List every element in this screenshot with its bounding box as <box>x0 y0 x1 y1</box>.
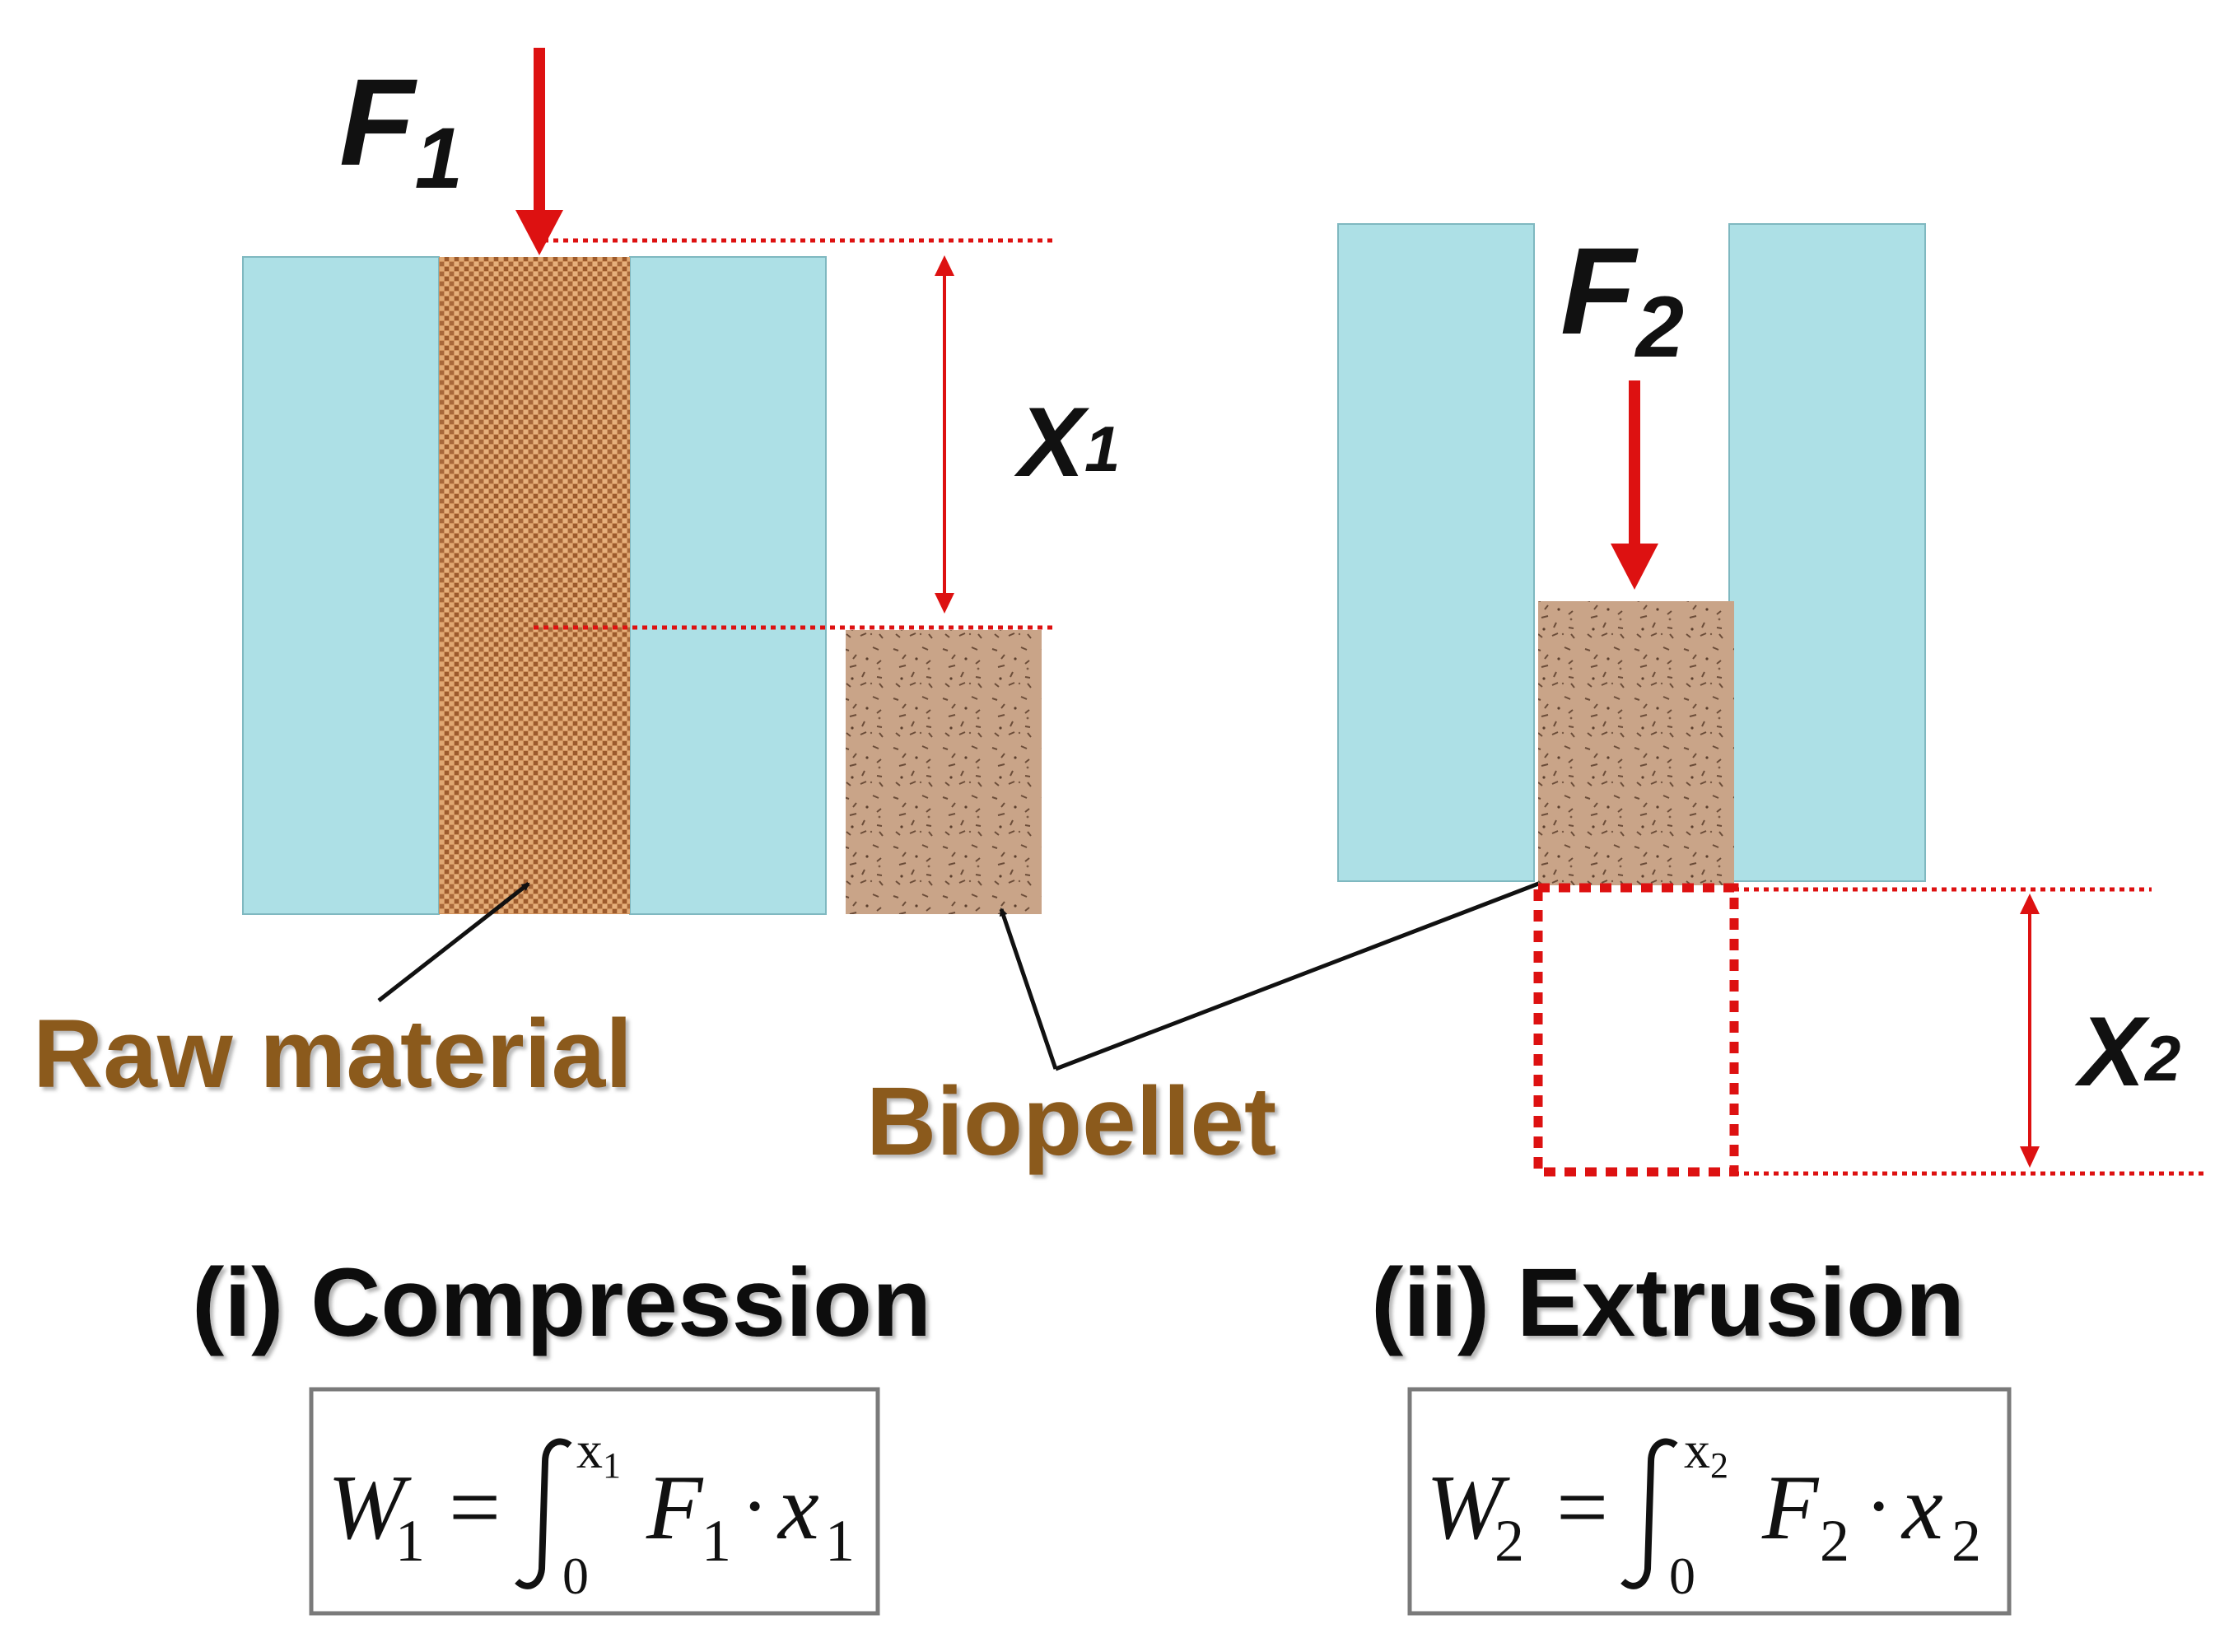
die-right-block <box>629 256 827 915</box>
formula-x2-symbol: x <box>1900 1457 1943 1559</box>
formula-f2-symbol: F <box>1761 1457 1820 1559</box>
formula-dot-ii: · <box>1865 1460 1892 1552</box>
formula-f1-sub: 1 <box>702 1508 731 1574</box>
force-label-f1: F1 <box>339 53 463 207</box>
force-arrow-f1 <box>515 48 563 255</box>
formula-x1-symbol: x <box>776 1457 819 1559</box>
formula-w1-symbol: W <box>328 1457 412 1559</box>
biopellet-compressed <box>846 630 1042 914</box>
integral-upper: x1 <box>576 1421 621 1486</box>
distance-arrow-x1 <box>935 255 954 614</box>
formula-w2-sub: 2 <box>1495 1508 1524 1574</box>
compression-formula-box: W 1 = 0 x1 F 1 · x 1 <box>309 1387 880 1616</box>
distance-arrow-x2 <box>2020 894 2040 1168</box>
integral-lower-ii: 0 <box>1669 1547 1695 1605</box>
formula-eq: = <box>449 1457 501 1559</box>
extrusion-formula-box: W 2 = 0 x2 F 2 · x 2 <box>1407 1387 2012 1616</box>
raw-material-label: Raw material <box>33 1000 632 1108</box>
integral-upper-ii: x2 <box>1684 1421 1728 1486</box>
biopellet-in-die <box>1538 601 1734 885</box>
integral-lower: 0 <box>562 1547 589 1605</box>
extrusion-caption: (ii) Extrusion <box>1371 1248 1965 1357</box>
extrusion-panel: F2 X2 (ii) Extrusion W 2 = 0 x2 F 2 · x … <box>1337 222 2207 1616</box>
integral-sign-ii <box>1620 1438 1678 1589</box>
force-arrow-f2 <box>1611 380 1658 590</box>
distance-label-x1: X1 <box>1014 387 1120 497</box>
formula-w2-symbol: W <box>1426 1457 1510 1559</box>
formula-f1-symbol: F <box>646 1457 704 1559</box>
compression-panel: F1 X1 Raw material (i) Compression W 1 =… <box>33 48 1120 1616</box>
raw-material-column <box>439 257 630 914</box>
raw-material-pointer <box>377 882 530 1002</box>
force-label-f2: F2 <box>1560 222 1684 376</box>
formula-x2-sub: 2 <box>1952 1508 1981 1574</box>
biopellet-label: Biopellet <box>866 1067 1276 1176</box>
biopellet-callout: Biopellet <box>866 868 1574 1176</box>
formula-w1-sub: 1 <box>395 1508 425 1574</box>
distance-label-x2: X2 <box>2074 996 2180 1107</box>
formula-x1-sub: 1 <box>825 1508 855 1574</box>
formula-f2-sub: 2 <box>1820 1508 1849 1574</box>
die-left-block <box>242 256 440 915</box>
die-left-wall <box>1337 223 1535 882</box>
integral-sign <box>515 1438 572 1589</box>
formula-dot: · <box>741 1460 768 1552</box>
compression-caption: (i) Compression <box>192 1248 931 1357</box>
formula-eq-ii: = <box>1556 1457 1608 1559</box>
die-right-wall <box>1728 223 1926 882</box>
extruded-outline <box>1533 883 1739 1177</box>
